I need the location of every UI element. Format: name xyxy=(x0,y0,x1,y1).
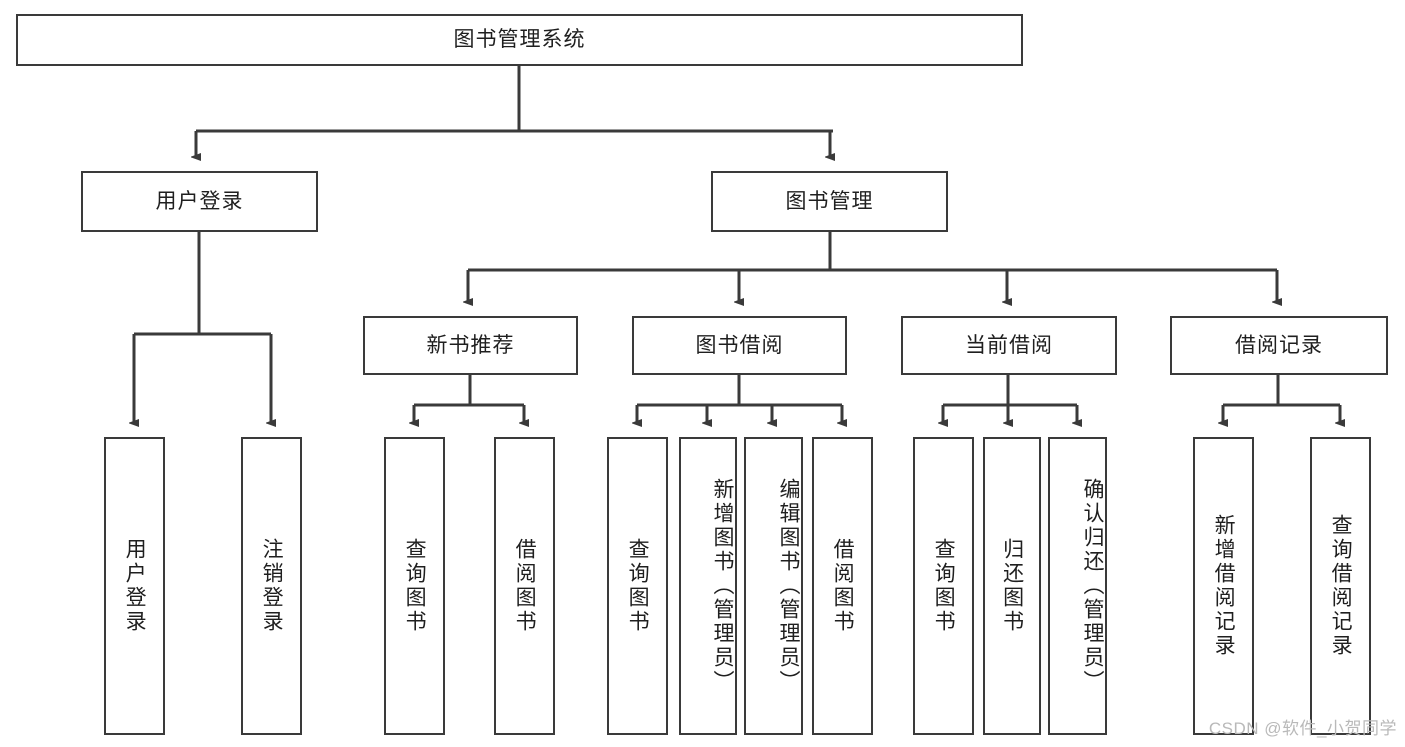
leaf-confirm-return-admin[interactable]: 确认归还（管理员） xyxy=(1048,437,1107,735)
node-label: 查询图书 xyxy=(403,538,427,634)
node-borrow-record[interactable]: 借阅记录 xyxy=(1170,316,1388,375)
node-new-book-recommend[interactable]: 新书推荐 xyxy=(363,316,578,375)
node-label: 注销登录 xyxy=(260,538,284,634)
node-label: 借阅图书 xyxy=(831,538,855,634)
leaf-query-book-borrow[interactable]: 查询图书 xyxy=(607,437,668,735)
node-label: 查询图书 xyxy=(932,538,956,634)
node-user-login[interactable]: 用户登录 xyxy=(81,171,318,232)
node-book-management[interactable]: 图书管理 xyxy=(711,171,948,232)
node-label: 用户登录 xyxy=(123,538,147,634)
leaf-edit-book-admin[interactable]: 编辑图书（管理员） xyxy=(744,437,803,735)
leaf-borrow-book[interactable]: 借阅图书 xyxy=(812,437,873,735)
node-label: 图书管理系统 xyxy=(453,28,586,52)
node-label: 确认归还（管理员） xyxy=(1081,478,1104,694)
node-label: 图书管理 xyxy=(785,189,874,213)
node-label: 图书借阅 xyxy=(695,333,784,357)
leaf-return-book[interactable]: 归还图书 xyxy=(983,437,1041,735)
node-current-borrow[interactable]: 当前借阅 xyxy=(901,316,1117,375)
node-label: 新增图书（管理员） xyxy=(711,478,734,694)
node-label: 查询图书 xyxy=(626,538,650,634)
node-label: 新增借阅记录 xyxy=(1212,514,1236,658)
node-label: 查询借阅记录 xyxy=(1329,514,1353,658)
node-book-borrow[interactable]: 图书借阅 xyxy=(632,316,847,375)
node-label: 归还图书 xyxy=(1000,538,1024,634)
node-label: 用户登录 xyxy=(155,189,244,213)
leaf-query-borrow-record[interactable]: 查询借阅记录 xyxy=(1310,437,1371,735)
node-label: 编辑图书（管理员） xyxy=(777,478,800,694)
leaf-user-login[interactable]: 用户登录 xyxy=(104,437,165,735)
leaf-add-borrow-record[interactable]: 新增借阅记录 xyxy=(1193,437,1254,735)
leaf-query-book-current[interactable]: 查询图书 xyxy=(913,437,974,735)
node-label: 借阅记录 xyxy=(1235,333,1323,357)
leaf-borrow-book-newbook[interactable]: 借阅图书 xyxy=(494,437,555,735)
node-root-book-management-system[interactable]: 图书管理系统 xyxy=(16,14,1023,66)
node-label: 新书推荐 xyxy=(426,333,515,357)
node-label: 借阅图书 xyxy=(513,538,537,634)
leaf-add-book-admin[interactable]: 新增图书（管理员） xyxy=(679,437,737,735)
leaf-query-book-newbook[interactable]: 查询图书 xyxy=(384,437,445,735)
node-label: 当前借阅 xyxy=(965,333,1053,357)
leaf-logout[interactable]: 注销登录 xyxy=(241,437,302,735)
